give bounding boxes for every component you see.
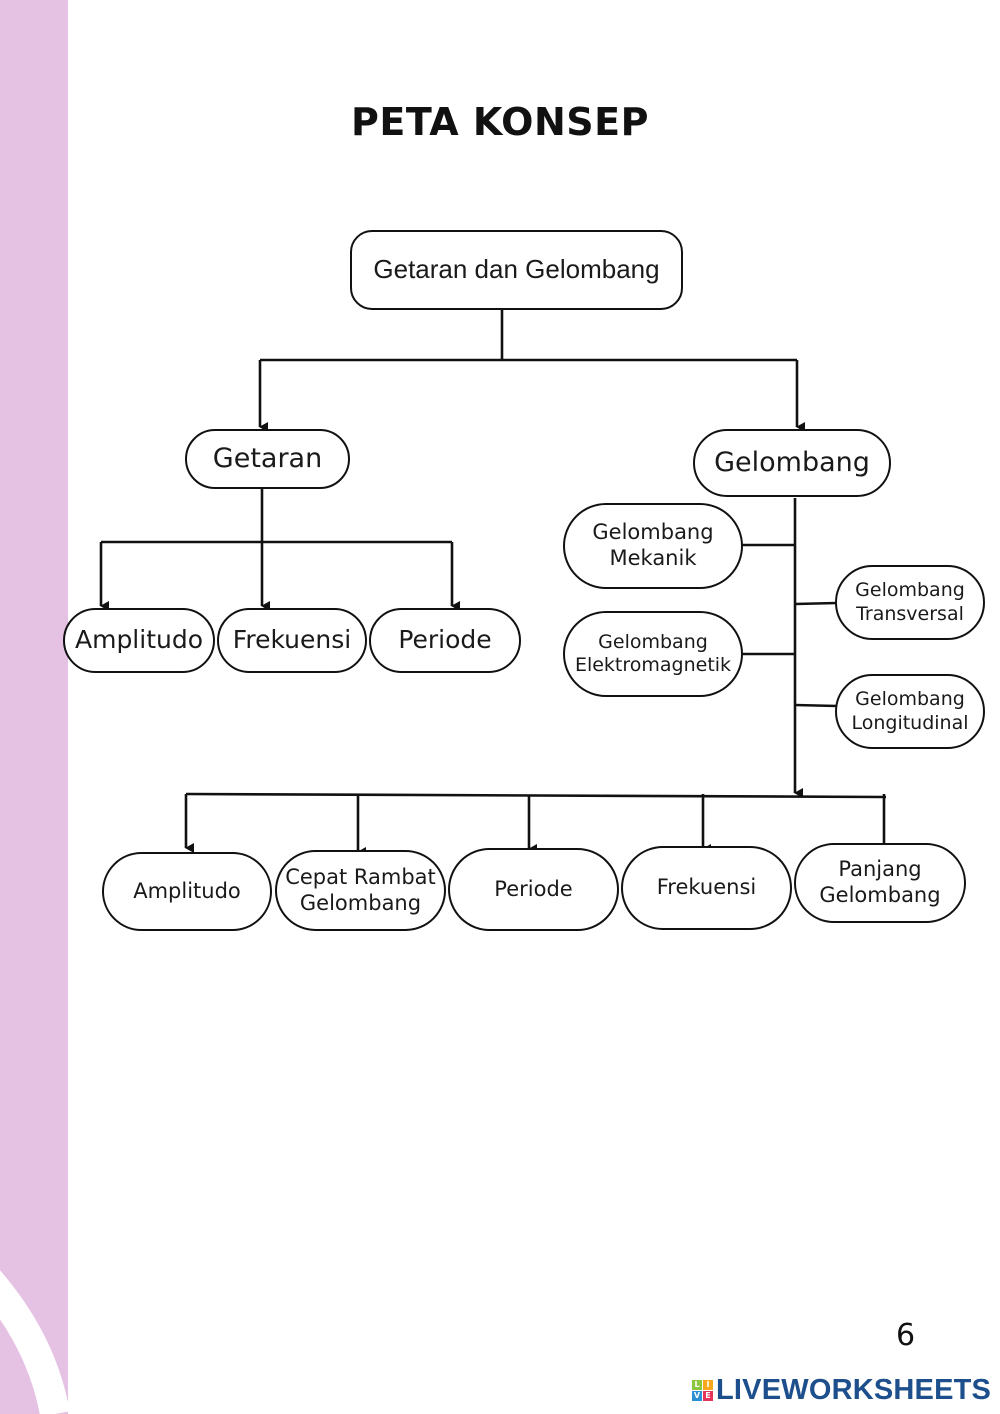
node-getaran-amplitudo: Amplitudo — [63, 608, 215, 673]
brand-name: LIVEWORKSHEETS — [716, 1374, 992, 1406]
node-prop-cepat-rambat: Cepat Rambat Gelombang — [275, 850, 446, 931]
node-gelombang: Gelombang — [693, 429, 891, 497]
node-prop-periode: Periode — [448, 848, 619, 931]
connector-transversal — [794, 601, 838, 606]
node-prop-frekuensi: Frekuensi — [621, 846, 792, 930]
brand-footer: L I V E LIVEWORKSHEETS — [692, 1374, 991, 1407]
page-title: PETA KONSEP — [351, 100, 649, 144]
page-number: 6 — [896, 1318, 916, 1353]
connector-properties-bar — [185, 792, 887, 799]
node-prop-panjang-gelombang: Panjang Gelombang — [794, 843, 966, 923]
connector-longitudinal — [794, 703, 838, 708]
node-gelombang-transversal: Gelombang Transversal — [835, 565, 985, 640]
decorative-sidebar — [0, 0, 68, 1414]
node-root: Getaran dan Gelombang — [350, 230, 683, 310]
liveworksheets-logo-icon: L I V E — [692, 1380, 713, 1401]
node-gelombang-elektromagnetik: Gelombang Elektromagnetik — [563, 611, 743, 697]
node-prop-amplitudo: Amplitudo — [102, 852, 272, 931]
node-getaran-periode: Periode — [369, 608, 521, 673]
decorative-arc — [0, 1270, 68, 1414]
node-getaran: Getaran — [185, 429, 350, 489]
node-gelombang-longitudinal: Gelombang Longitudinal — [835, 674, 985, 749]
node-gelombang-mekanik: Gelombang Mekanik — [563, 503, 743, 589]
node-getaran-frekuensi: Frekuensi — [217, 608, 367, 673]
